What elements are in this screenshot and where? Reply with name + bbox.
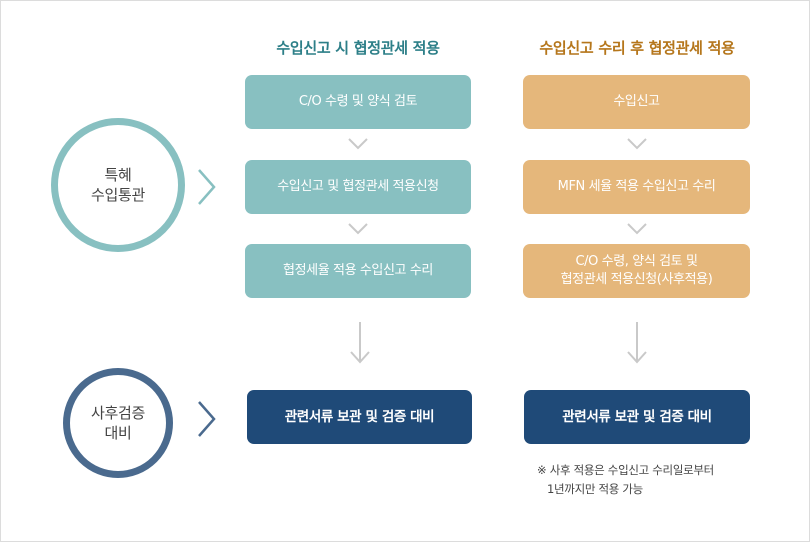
step-mfn-rate-accept-label: MFN 세율 적용 수입신고 수리: [557, 179, 716, 194]
right-final-document-box: 관련서류 보관 및 검증 대비: [524, 390, 750, 444]
step-post-application-label-line2: 협정관세 적용신청(사후적용): [560, 272, 713, 287]
special-customs-label-line2: 수입통관: [90, 186, 145, 204]
special-customs-circle: 특혜 수입통관: [51, 118, 185, 252]
step-import-declaration: 수입신고: [523, 75, 750, 129]
post-verification-circle: 사후검증 대비: [63, 368, 173, 478]
chevron-down-icon: [627, 223, 647, 235]
special-customs-label-line1: 특혜: [104, 166, 132, 184]
post-verification-label-line2: 대비: [104, 424, 132, 442]
footnote-line2: 1년까지만 적용 가능: [547, 482, 643, 496]
step-co-receipt: C/O 수령 및 양식 검토: [245, 75, 471, 129]
step-co-receipt-label: C/O 수령 및 양식 검토: [298, 94, 418, 109]
step-import-declaration-apply: 수입신고 및 협정관세 적용신청: [245, 160, 471, 214]
footnote: ※ 사후 적용은 수입신고 수리일로부터 1년까지만 적용 가능: [537, 461, 714, 499]
step-import-declaration-apply-label: 수입신고 및 협정관세 적용신청: [277, 179, 439, 194]
arrow-down-icon: [627, 322, 647, 364]
chevron-right-icon: [198, 401, 216, 437]
step-post-application-label-line1: C/O 수령, 양식 검토 및: [575, 254, 698, 269]
arrow-down-icon: [350, 322, 370, 364]
left-final-document-label: 관련서류 보관 및 검증 대비: [284, 409, 435, 425]
step-post-application: C/O 수령, 양식 검토 및 협정관세 적용신청(사후적용): [523, 244, 750, 298]
left-column-title: 수입신고 시 협정관세 적용: [276, 39, 440, 57]
step-import-declaration-label: 수입신고: [613, 94, 660, 109]
right-column-title: 수입신고 수리 후 협정관세 적용: [539, 39, 735, 57]
chevron-down-icon: [348, 223, 368, 235]
step-agreement-rate-accept-label: 협정세율 적용 수입신고 수리: [283, 263, 433, 278]
right-final-document-label: 관련서류 보관 및 검증 대비: [562, 409, 712, 425]
step-mfn-rate-accept: MFN 세율 적용 수입신고 수리: [523, 160, 750, 214]
post-verification-label-line1: 사후검증: [90, 404, 145, 422]
step-agreement-rate-accept: 협정세율 적용 수입신고 수리: [245, 244, 471, 298]
chevron-right-icon: [198, 169, 216, 205]
chevron-down-icon: [627, 138, 647, 150]
chevron-down-icon: [348, 138, 368, 150]
left-final-document-box: 관련서류 보관 및 검증 대비: [247, 390, 472, 444]
footnote-line1: ※ 사후 적용은 수입신고 수리일로부터: [537, 463, 714, 477]
